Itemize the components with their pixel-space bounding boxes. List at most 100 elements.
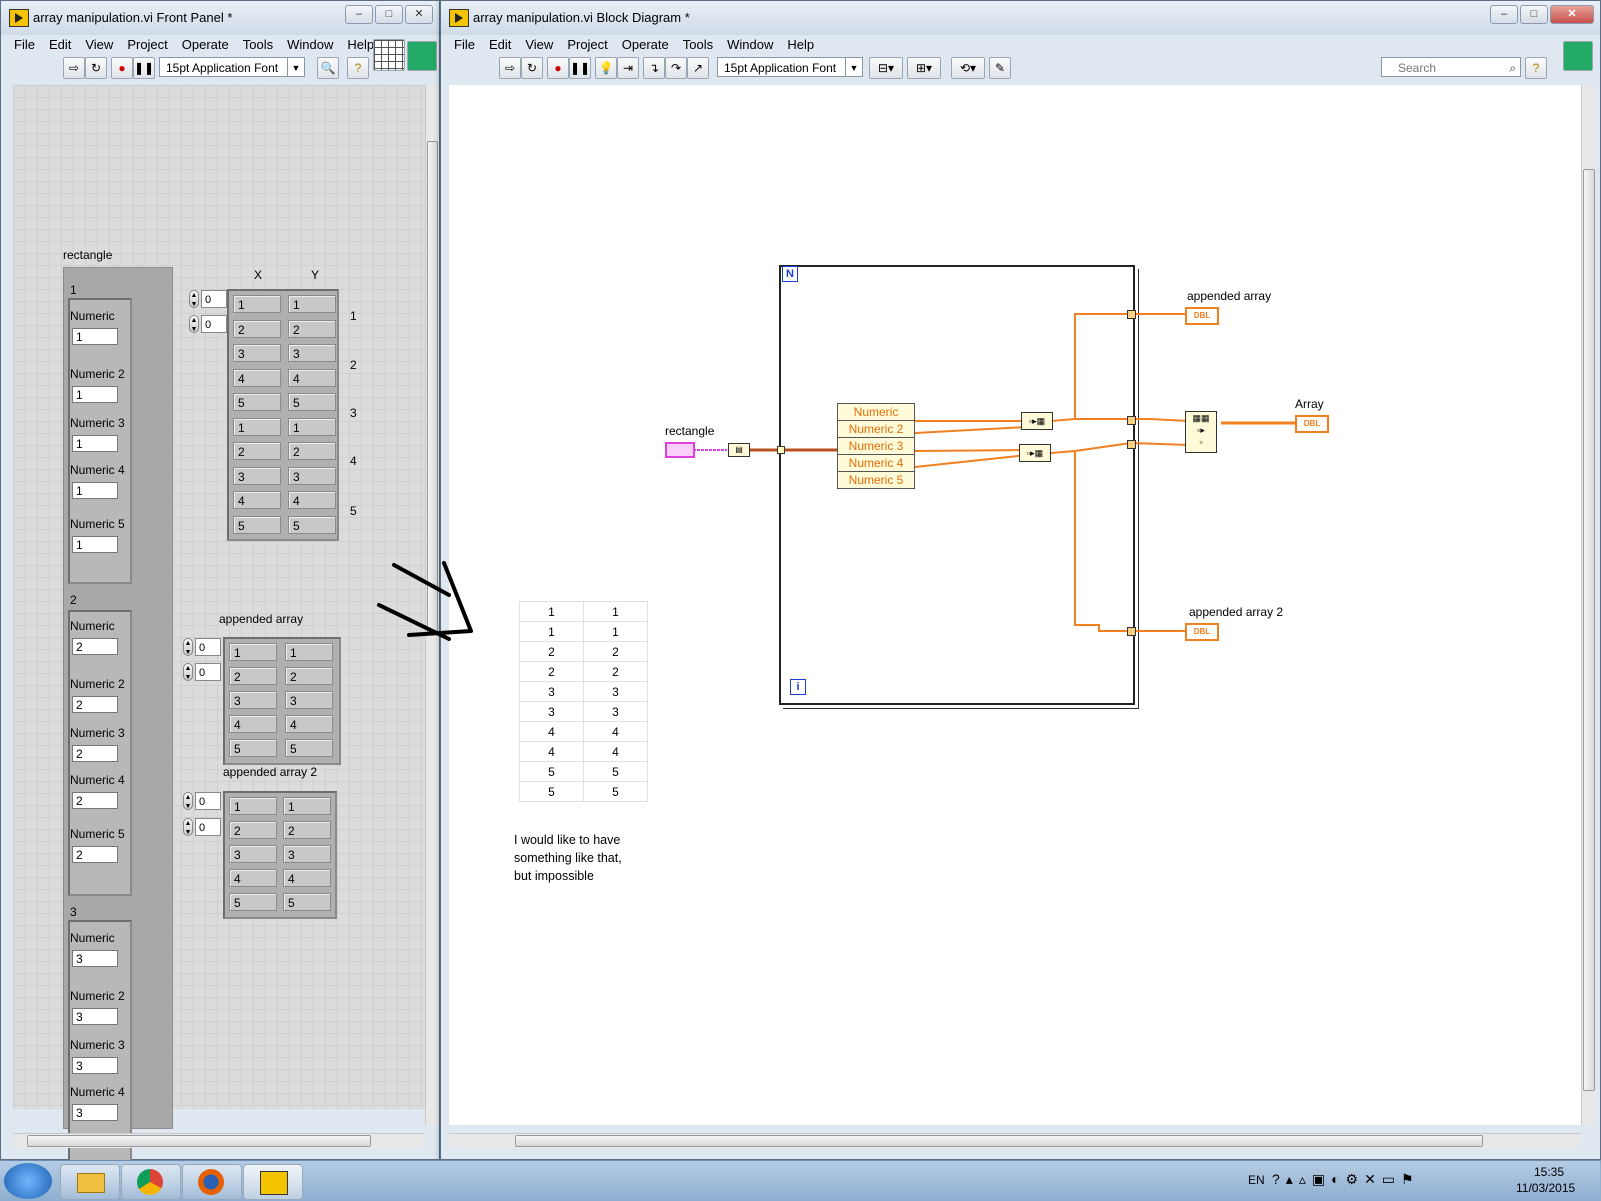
- menu-project[interactable]: Project: [567, 37, 608, 52]
- appended-array-2-index[interactable]: 0: [195, 818, 221, 836]
- appended-array-index[interactable]: 0: [195, 663, 221, 681]
- menu-edit[interactable]: Edit: [48, 37, 72, 52]
- loop-output-tunnel[interactable]: [1127, 310, 1136, 319]
- numeric-field[interactable]: 2: [72, 792, 118, 809]
- abort-icon[interactable]: ●: [111, 57, 133, 79]
- step-into-icon[interactable]: ↴: [643, 57, 665, 79]
- loop-output-tunnel[interactable]: [1127, 440, 1136, 449]
- numeric-field[interactable]: 1: [72, 328, 118, 345]
- scroll-thumb[interactable]: [1583, 169, 1595, 1091]
- menu-file[interactable]: File: [454, 37, 475, 52]
- minimize-button[interactable]: –: [1490, 5, 1518, 24]
- scroll-thumb[interactable]: [27, 1135, 371, 1147]
- vi-icon-thumbnail[interactable]: [1563, 41, 1593, 71]
- index-spinner[interactable]: ▲▼: [183, 792, 193, 810]
- appended-array-index[interactable]: 0: [195, 638, 221, 656]
- appended-array-indicator-terminal[interactable]: DBL: [1185, 307, 1219, 325]
- build-array-node[interactable]: ▫▸▦: [1021, 412, 1053, 430]
- zoom-icon[interactable]: 🔍: [317, 57, 339, 79]
- start-button[interactable]: [4, 1163, 52, 1199]
- menu-help[interactable]: Help: [787, 37, 815, 52]
- menu-tools[interactable]: Tools: [682, 37, 714, 52]
- index-spinner[interactable]: ▲▼: [183, 663, 193, 681]
- run-continuously-icon[interactable]: ↻: [85, 57, 107, 79]
- search-icon[interactable]: ⌕: [1509, 61, 1516, 75]
- reorder-icon[interactable]: ⟲▾: [951, 57, 985, 79]
- loop-output-tunnel[interactable]: [1127, 416, 1136, 425]
- menu-tools[interactable]: Tools: [242, 37, 274, 52]
- clock-date[interactable]: 11/03/2015: [1516, 1181, 1576, 1195]
- step-out-icon[interactable]: ↗: [687, 57, 709, 79]
- build-array-node[interactable]: ▫▸▦: [1019, 444, 1051, 462]
- array-col-index[interactable]: 0: [201, 315, 227, 333]
- font-selector[interactable]: 15pt Application Font▼: [159, 57, 305, 77]
- numeric-field[interactable]: 2: [72, 638, 118, 655]
- numeric-field[interactable]: 1: [72, 386, 118, 403]
- for-loop-structure[interactable]: [779, 265, 1135, 705]
- numeric-field[interactable]: 3: [72, 1057, 118, 1074]
- menu-edit[interactable]: Edit: [488, 37, 512, 52]
- appended-array-2-indicator-terminal[interactable]: DBL: [1185, 623, 1219, 641]
- unbundle-array-node[interactable]: ▤: [728, 443, 750, 457]
- align-objects-icon[interactable]: ⊟▾: [869, 57, 903, 79]
- vi-icon-thumbnail[interactable]: [407, 41, 437, 71]
- concatenate-array-node[interactable]: ▦▦▫▸▫: [1185, 411, 1217, 453]
- step-over-icon[interactable]: ↷: [665, 57, 687, 79]
- numeric-field[interactable]: 2: [72, 696, 118, 713]
- unbundle-by-name-node[interactable]: Numeric Numeric 2 Numeric 3 Numeric 4 Nu…: [837, 403, 915, 489]
- menu-operate[interactable]: Operate: [621, 37, 669, 52]
- run-continuously-icon[interactable]: ↻: [521, 57, 543, 79]
- menu-view[interactable]: View: [85, 37, 114, 52]
- menu-window[interactable]: Window: [287, 37, 334, 52]
- block-diagram-vertical-scrollbar[interactable]: [1581, 85, 1596, 1125]
- array-indicator-terminal[interactable]: DBL: [1295, 415, 1329, 433]
- clean-up-diagram-icon[interactable]: ✎: [989, 57, 1011, 79]
- taskbar-app-labview[interactable]: [243, 1164, 303, 1200]
- menu-view[interactable]: View: [525, 37, 554, 52]
- pause-icon[interactable]: ❚❚: [133, 57, 155, 79]
- index-spinner[interactable]: ▲▼: [189, 290, 199, 308]
- maximize-button[interactable]: □: [1520, 5, 1548, 24]
- font-selector[interactable]: 15pt Application Font▼: [717, 57, 863, 77]
- pause-icon[interactable]: ❚❚: [569, 57, 591, 79]
- numeric-field[interactable]: 1: [72, 536, 118, 553]
- numeric-field[interactable]: 3: [72, 1104, 118, 1121]
- menu-operate[interactable]: Operate: [181, 37, 229, 52]
- maximize-button[interactable]: □: [375, 5, 403, 24]
- minimize-button[interactable]: –: [345, 5, 373, 24]
- run-arrow-icon[interactable]: ⇨: [499, 57, 521, 79]
- numeric-field[interactable]: 1: [72, 482, 118, 499]
- menu-file[interactable]: File: [14, 37, 35, 52]
- abort-icon[interactable]: ●: [547, 57, 569, 79]
- numeric-field[interactable]: 2: [72, 846, 118, 863]
- numeric-field[interactable]: 1: [72, 435, 118, 452]
- menu-help[interactable]: Help: [347, 37, 375, 52]
- front-panel-horizontal-scrollbar[interactable]: [13, 1133, 425, 1148]
- front-panel-titlebar[interactable]: array manipulation.vi Front Panel * – □ …: [1, 1, 439, 35]
- index-spinner[interactable]: ▲▼: [183, 818, 193, 836]
- taskbar-app-firefox[interactable]: [182, 1164, 242, 1200]
- retain-wire-values-icon[interactable]: ⇥: [617, 57, 639, 79]
- close-button[interactable]: ✕: [1550, 5, 1594, 24]
- block-diagram-horizontal-scrollbar[interactable]: [449, 1133, 1581, 1148]
- tray-icons[interactable]: ?▴▵▣◐⚙✕▭⚑: [1272, 1171, 1420, 1187]
- front-panel-vertical-scrollbar[interactable]: [425, 85, 439, 1125]
- highlight-execution-icon[interactable]: 💡: [595, 57, 617, 79]
- numeric-field[interactable]: 3: [72, 950, 118, 967]
- scroll-thumb[interactable]: [515, 1135, 1483, 1147]
- search-input[interactable]: Search⌕: [1381, 57, 1521, 77]
- help-icon[interactable]: ?: [347, 57, 369, 79]
- run-arrow-icon[interactable]: ⇨: [63, 57, 85, 79]
- numeric-field[interactable]: 3: [72, 1008, 118, 1025]
- loop-tunnel[interactable]: [777, 446, 785, 454]
- block-diagram-titlebar[interactable]: array manipulation.vi Block Diagram * – …: [441, 1, 1600, 35]
- menu-project[interactable]: Project: [127, 37, 168, 52]
- distribute-objects-icon[interactable]: ⊞▾: [907, 57, 941, 79]
- taskbar-app-chrome[interactable]: [121, 1164, 181, 1200]
- index-spinner[interactable]: ▲▼: [189, 315, 199, 333]
- loop-iteration-terminal[interactable]: i: [790, 679, 806, 695]
- appended-array-2-index[interactable]: 0: [195, 792, 221, 810]
- numeric-field[interactable]: 2: [72, 745, 118, 762]
- taskbar-app-explorer[interactable]: [60, 1164, 120, 1200]
- array-row-index[interactable]: 0: [201, 290, 227, 308]
